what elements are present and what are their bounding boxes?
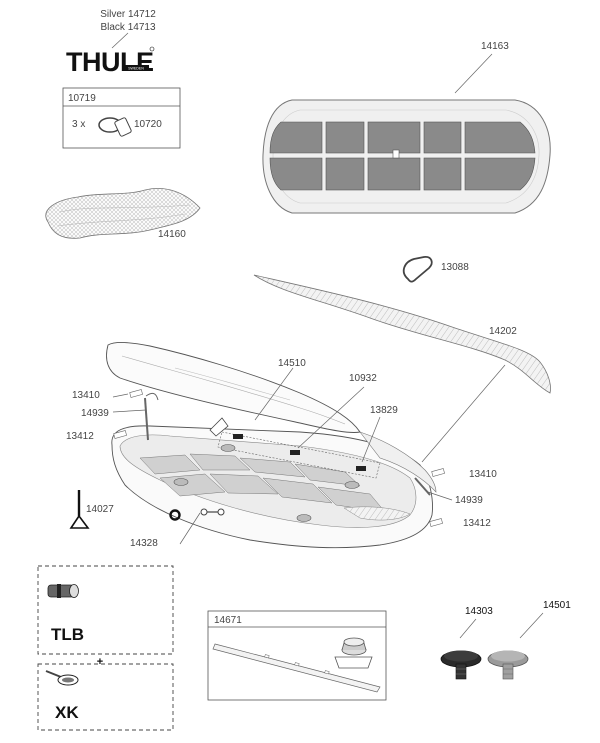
lid-leader xyxy=(254,367,294,421)
variant-black-label: Black 14713 xyxy=(100,22,155,33)
strip-clip-1 xyxy=(233,434,243,439)
lid-seal xyxy=(253,274,551,394)
inner-knob-4 xyxy=(296,514,312,522)
black-knob-part-number: 14303 xyxy=(465,606,493,617)
right-end-cap xyxy=(429,518,443,527)
strip-clip-3 xyxy=(356,466,366,471)
right-strut xyxy=(414,477,431,496)
grey-knob-leader xyxy=(519,612,544,639)
strut-r-leader xyxy=(427,491,453,501)
cap-top-right-part-number: 13410 xyxy=(469,469,497,480)
rail-kit-part-number: 14671 xyxy=(214,615,242,626)
xk-label: XK xyxy=(55,703,79,722)
black-knob xyxy=(440,650,482,680)
strap-kit-quantity: 3 x xyxy=(72,119,85,130)
bracket-part-number: 13829 xyxy=(370,405,398,416)
inner-knob-3 xyxy=(344,481,360,489)
logo-sub-text: SWEDEN xyxy=(128,67,144,71)
tlb-label: TLB xyxy=(51,625,84,644)
mat-outline xyxy=(262,99,551,214)
key-wrench xyxy=(69,490,90,529)
strip-leader xyxy=(297,386,365,449)
strut-l-leader xyxy=(112,409,147,413)
hook-part-number: 13088 xyxy=(441,262,469,273)
bracket-leader xyxy=(361,416,381,463)
cap-right-part-number: 13412 xyxy=(463,518,491,529)
tlb-lock-box: TLB xyxy=(37,565,174,655)
rail-kit-box: 14671 xyxy=(207,610,387,701)
strap-part-number: 10720 xyxy=(134,119,162,130)
cap-tl-leader xyxy=(112,393,129,398)
mat-leader xyxy=(454,53,493,94)
strap-kit-box: 10719 3 x 10720 xyxy=(62,87,181,149)
lid-part-number: 14510 xyxy=(278,358,306,369)
strap-icon xyxy=(98,117,132,137)
variant-silver-label: Silver 14712 xyxy=(100,9,156,20)
xk-frame xyxy=(37,663,174,731)
strut-right-part-number: 14939 xyxy=(455,495,483,506)
thule-logo: THULE SWEDEN xyxy=(66,46,155,77)
rail-kit-frame xyxy=(207,610,387,701)
left-strut xyxy=(144,397,149,441)
wrench-part-number: 14027 xyxy=(86,504,114,515)
seal-part-number: 14202 xyxy=(489,326,517,337)
lid-bracket xyxy=(209,417,229,437)
lock-plus: + xyxy=(97,656,103,668)
storage-bag xyxy=(45,188,201,239)
grey-knob xyxy=(487,650,529,680)
key-icon xyxy=(45,670,79,686)
carabiner-hook xyxy=(402,256,433,283)
tlb-frame xyxy=(37,565,174,655)
top-left-end-cap xyxy=(129,389,143,398)
rail-knob xyxy=(334,637,373,669)
washer xyxy=(169,509,181,521)
registered-icon xyxy=(149,46,155,52)
cap-top-left-part-number: 13410 xyxy=(72,390,100,401)
mounting-strip xyxy=(217,431,381,479)
washer-part-number: 14328 xyxy=(130,538,158,549)
black-knob-leader xyxy=(459,618,477,639)
grey-knob-part-number: 14501 xyxy=(543,600,571,611)
seal-leader xyxy=(421,364,506,463)
bag-part-number: 14160 xyxy=(158,229,186,240)
strut-left-part-number: 14939 xyxy=(81,408,109,419)
floor-mat xyxy=(262,99,551,214)
top-right-end-cap xyxy=(431,468,445,477)
variant-leader xyxy=(111,32,129,49)
strap-kit-frame xyxy=(62,87,181,149)
box-lid xyxy=(106,342,361,433)
left-end-cap xyxy=(113,430,127,439)
strip-part-number: 10932 xyxy=(349,373,377,384)
washer-leader xyxy=(179,512,201,545)
logo-sub-bar xyxy=(123,65,149,71)
strip-clip-2 xyxy=(290,450,300,455)
inner-knob-1 xyxy=(220,444,236,452)
mat-part-number: 14163 xyxy=(481,41,509,52)
roof-box xyxy=(106,342,437,549)
inner-knob-2 xyxy=(173,478,189,486)
cap-left-part-number: 13412 xyxy=(66,431,94,442)
logo-wordmark: THULE xyxy=(66,47,154,77)
strap-kit-number: 10719 xyxy=(68,93,96,104)
lock-cylinder-icon xyxy=(47,584,79,598)
small-bolt xyxy=(200,508,225,516)
bag-shape xyxy=(45,188,201,239)
xk-key-box: XK xyxy=(37,663,174,731)
